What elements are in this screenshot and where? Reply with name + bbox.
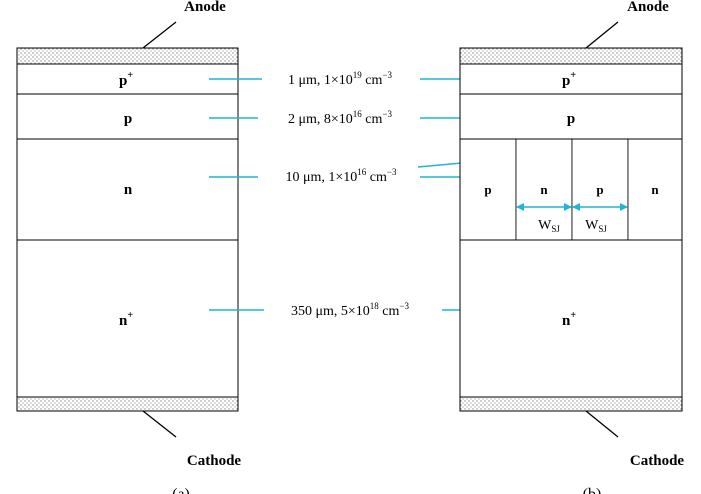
region-label-n-plus-a: n+ <box>119 310 133 329</box>
anode-lead-b <box>585 21 619 49</box>
cathode-lead-b <box>585 410 619 438</box>
region-label-p-plus-b: p+ <box>562 70 576 89</box>
cathode-contact-b <box>459 396 683 412</box>
anode-lead-a <box>142 21 177 49</box>
annotation-n-plus: 350 μm, 5×1018 cm−3 <box>291 301 409 319</box>
device-a: Anode p+ p n n+ Cathode (a) <box>16 0 242 494</box>
caption-b: (b) <box>583 486 602 494</box>
pillar-label-3: p <box>596 182 603 197</box>
cathode-label-a: Cathode <box>187 453 242 469</box>
region-label-p-plus-a: p+ <box>119 70 133 89</box>
annotations: 1 μm, 1×1019 cm−3 2 μm, 8×1016 cm−3 10 μ… <box>209 70 529 319</box>
pillar-n-2 <box>627 138 683 241</box>
cathode-contact-a <box>16 396 239 412</box>
region-n-a <box>16 138 239 241</box>
device-b: Anode p+ p p n p n WSJ WSJ n+ Cathode (b… <box>459 0 685 494</box>
pillar-p-2 <box>571 138 629 241</box>
region-n-plus-a <box>16 239 239 398</box>
anode-contact-b <box>459 47 683 65</box>
pillar-label-4: n <box>651 182 659 197</box>
region-n-plus-b <box>459 239 683 398</box>
annotation-p-plus: 1 μm, 1×1019 cm−3 <box>288 70 392 88</box>
anode-contact-a <box>16 47 239 65</box>
region-label-n-a: n <box>124 182 133 198</box>
cathode-label-b: Cathode <box>630 453 685 469</box>
region-p-b <box>459 93 683 140</box>
anode-label-a: Anode <box>184 0 226 15</box>
anode-label-b: Anode <box>627 0 669 15</box>
region-label-n-plus-b: n+ <box>562 310 576 329</box>
region-p-plus-b <box>459 63 683 95</box>
region-p-plus-a <box>16 63 239 95</box>
width-label-1: WSJ <box>538 218 560 234</box>
region-label-p-a: p <box>124 111 132 127</box>
annotation-p: 2 μm, 8×1016 cm−3 <box>288 109 392 127</box>
width-label-2: WSJ <box>585 218 607 234</box>
region-label-p-b: p <box>567 111 575 127</box>
pillar-label-2: n <box>540 182 548 197</box>
annotation-n: 10 μm, 1×1016 cm−3 <box>286 167 397 185</box>
caption-a: (a) <box>172 486 190 494</box>
pillar-label-1: p <box>484 182 491 197</box>
region-p-a <box>16 93 239 140</box>
cathode-lead-a <box>142 410 177 438</box>
